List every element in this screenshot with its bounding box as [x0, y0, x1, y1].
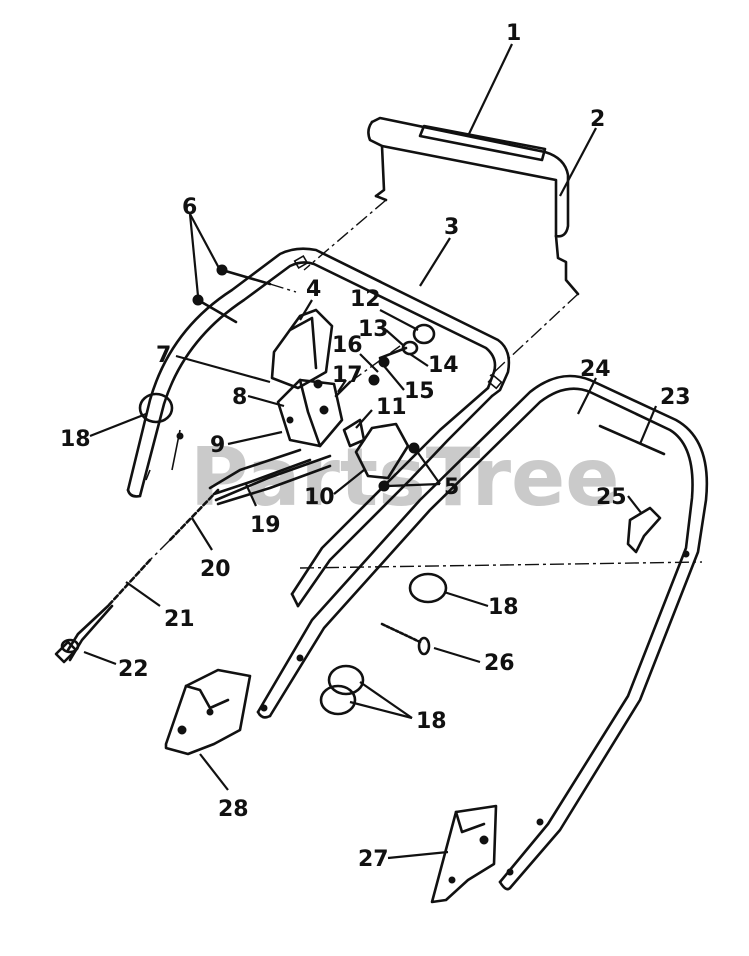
- leader-lines: [83, 43, 658, 860]
- callout-18-left: 18: [60, 427, 91, 452]
- knob-25-part: [626, 506, 662, 554]
- callout-25: 25: [596, 485, 627, 510]
- callout-28: 28: [218, 797, 249, 822]
- lower-handle-part: [256, 374, 709, 891]
- callout-16: 16: [332, 333, 363, 358]
- callout-18-lower: 18: [416, 709, 447, 734]
- callout-15: 15: [404, 379, 435, 404]
- callout-27: 27: [358, 847, 389, 872]
- upper-bracket-part: [303, 116, 580, 377]
- bolt-26-part: [380, 622, 431, 656]
- callout-2: 2: [590, 107, 605, 132]
- callout-20: 20: [200, 557, 231, 582]
- callout-18-right: 18: [488, 595, 519, 620]
- callout-7: 7: [156, 343, 171, 368]
- callout-12: 12: [350, 287, 381, 312]
- callout-26: 26: [484, 651, 515, 676]
- callout-10: 10: [304, 485, 335, 510]
- watermark: PartsTree: [190, 431, 620, 524]
- hardware-parts: [334, 323, 436, 398]
- callout-14: 14: [428, 353, 459, 378]
- callout-19: 19: [250, 513, 281, 538]
- callout-6: 6: [182, 195, 197, 220]
- callout-labels: 1 2 3 4 5 6 7 8 9 10 11 12 13 14 15 16 1…: [60, 21, 691, 872]
- callout-1: 1: [506, 21, 521, 46]
- callout-13: 13: [358, 317, 389, 342]
- callout-5: 5: [444, 475, 459, 500]
- bracket-28-part: [164, 668, 252, 756]
- bracket-27-part: [430, 804, 498, 904]
- callout-4: 4: [306, 277, 321, 302]
- callout-9: 9: [210, 433, 225, 458]
- callout-23: 23: [660, 385, 691, 410]
- clip-18-parts: [138, 392, 448, 716]
- callout-24: 24: [580, 357, 611, 382]
- callout-17: 17: [332, 363, 363, 388]
- bolt-6-part: [192, 264, 297, 324]
- callout-11: 11: [376, 395, 407, 420]
- callout-3: 3: [444, 215, 459, 240]
- control-bracket-part: [270, 308, 344, 448]
- callout-21: 21: [164, 607, 195, 632]
- upper-handle-part: [126, 247, 511, 608]
- callout-8: 8: [232, 385, 247, 410]
- callout-22: 22: [118, 657, 149, 682]
- switch-part: [342, 418, 420, 492]
